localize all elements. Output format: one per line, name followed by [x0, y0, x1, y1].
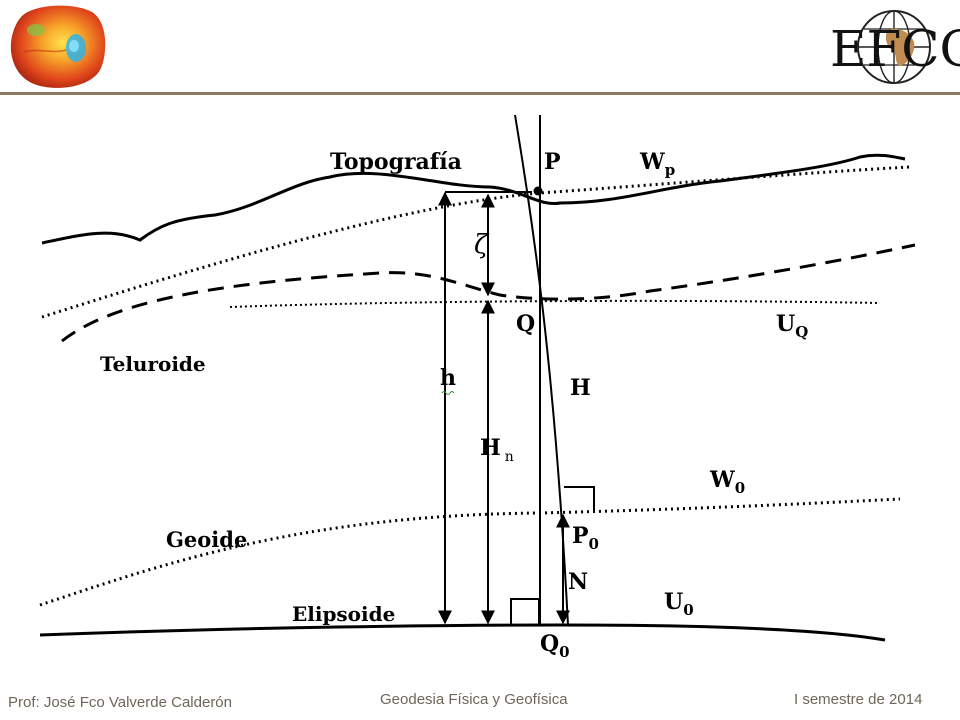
w0-label: W0: [709, 467, 745, 497]
orthometric-h-label: H: [570, 375, 591, 401]
header-divider: [0, 92, 960, 95]
teluroid-curve: [61, 243, 916, 343]
right-angle-p0-marker: [564, 486, 595, 513]
uq-normal-equipotential-curve: [229, 299, 881, 308]
wp-label: Wp: [639, 149, 675, 179]
point-p-marker: [533, 186, 543, 196]
uq-label: UQ: [776, 311, 808, 341]
zeta-label: ζ: [474, 230, 490, 260]
right-angle-q0-marker: [510, 598, 540, 625]
efcg-logo-text: EFCG: [830, 20, 960, 78]
topography-label: Topografía: [330, 149, 462, 175]
geoid-label: Geoide: [166, 527, 247, 552]
slide-footer: Prof: José Fco Valverde Calderón Geodesi…: [0, 664, 960, 720]
q0-label: Q0: [540, 631, 570, 661]
teluroid-label: Teluroide: [100, 352, 206, 376]
geoid-globe-icon: [10, 5, 106, 88]
footer-term: I semestre de 2014: [794, 691, 923, 708]
footer-course: Geodesia Física y Geofísica: [380, 691, 568, 708]
efcg-logo: EFCG: [830, 10, 960, 84]
spellcheck-underline: [441, 391, 455, 395]
point-p-label: P: [544, 149, 561, 175]
topography-curve: [41, 153, 906, 245]
p0-label: P0: [572, 523, 599, 553]
point-q-label: Q: [516, 311, 535, 337]
wp-equipotential-curve: [41, 165, 911, 319]
ellipsoid-label: Elipsoide: [292, 602, 395, 626]
n-label: N: [568, 569, 588, 595]
ellipsoid-curve: [39, 623, 886, 642]
geoid-curve: [39, 497, 901, 607]
footer-author: Prof: José Fco Valverde Calderón: [8, 694, 232, 711]
h-label: h: [440, 365, 456, 391]
u0-label: U0: [664, 589, 694, 619]
